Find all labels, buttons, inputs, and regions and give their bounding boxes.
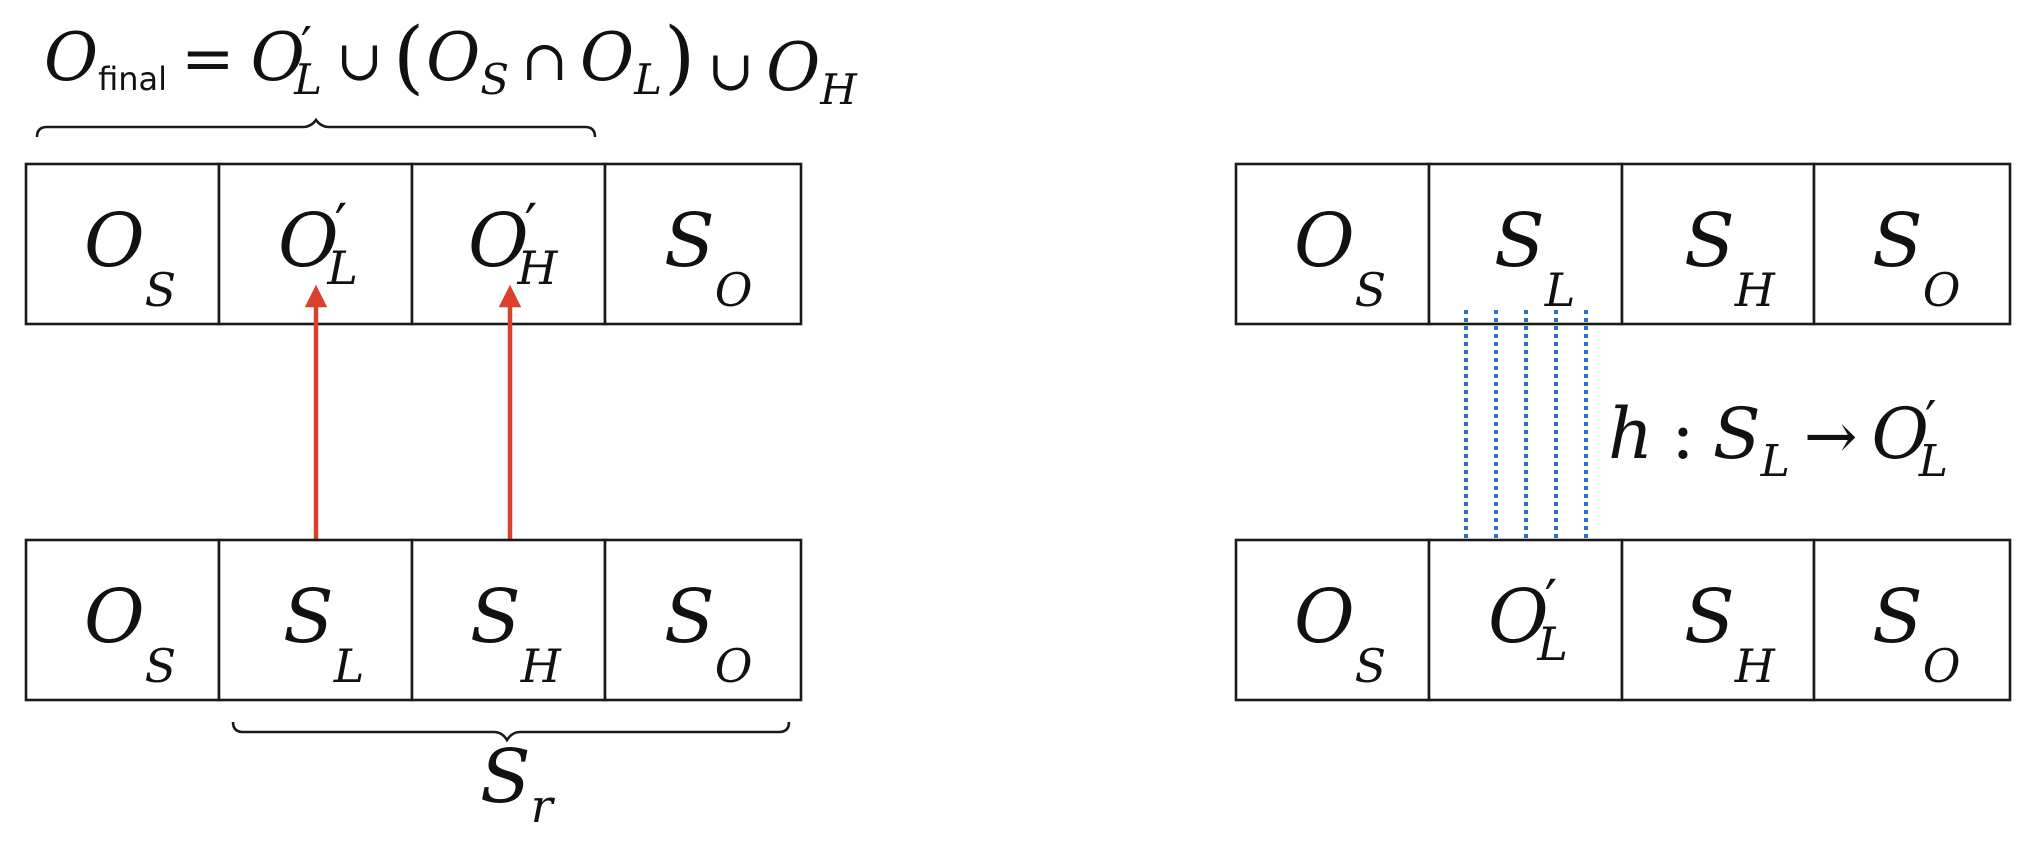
left-bottom-cell-sl: SL bbox=[217, 538, 414, 702]
right-top-cell-os: OS bbox=[1234, 162, 1431, 326]
svg-text:OS: OS bbox=[1294, 198, 1386, 317]
sr-brace-group: Sr bbox=[231, 721, 791, 833]
left-bottom-row: OS SL SH SO bbox=[24, 538, 803, 702]
right-top-row: OS SL SH SO bbox=[1234, 162, 2012, 326]
svg-text:SO: SO bbox=[664, 198, 752, 317]
left-top-cell-os: OS bbox=[24, 162, 221, 326]
left-top-cell-so: SO bbox=[603, 162, 803, 326]
svg-text:SL: SL bbox=[1494, 198, 1575, 317]
right-top-cell-sl: SL bbox=[1427, 162, 1624, 326]
right-bottom-row: OS O′L SH SO bbox=[1234, 538, 2012, 702]
svg-text:OS: OS bbox=[84, 574, 176, 693]
right-bottom-cell-os: OS bbox=[1234, 538, 1431, 702]
final-output-formula: Ofinal=O′L∪(OS∩OL)∪OH bbox=[35, 10, 858, 138]
left-bottom-cell-sh: SH bbox=[410, 538, 607, 702]
svg-text:Ofinal=O′L∪(OS∩OL)∪OH: Ofinal=O′L∪(OS∩OL)∪OH bbox=[44, 10, 858, 114]
right-bottom-cell-ol-prime: O′L bbox=[1427, 538, 1624, 702]
svg-text:O′L: O′L bbox=[278, 193, 358, 295]
mapping-arrows bbox=[1455, 310, 1597, 579]
svg-text:O′L: O′L bbox=[1488, 569, 1568, 671]
left-swap-arrows bbox=[304, 284, 522, 582]
svg-text:SH: SH bbox=[470, 574, 562, 693]
mapping-label: h:SL→O′L bbox=[1608, 391, 1948, 487]
right-top-cell-so: SO bbox=[1812, 162, 2012, 326]
svg-text:OS: OS bbox=[1294, 574, 1386, 693]
left-bottom-cell-os: OS bbox=[24, 538, 221, 702]
svg-text:SH: SH bbox=[1684, 574, 1776, 693]
left-bottom-cell-so: SO bbox=[603, 538, 803, 702]
svg-text:SO: SO bbox=[664, 574, 752, 693]
svg-text:SH: SH bbox=[1684, 198, 1776, 317]
right-top-cell-sh: SH bbox=[1620, 162, 1816, 326]
svg-text:SL: SL bbox=[283, 574, 364, 693]
left-top-row: OS O′L O′H SO bbox=[24, 162, 803, 326]
right-bottom-cell-sh: SH bbox=[1620, 538, 1816, 702]
svg-text:SO: SO bbox=[1872, 574, 1960, 693]
svg-text:OS: OS bbox=[84, 198, 176, 317]
svg-text:SO: SO bbox=[1872, 198, 1960, 317]
right-bottom-cell-so: SO bbox=[1812, 538, 2012, 702]
sr-brace bbox=[231, 721, 791, 743]
sr-label: Sr bbox=[480, 734, 556, 833]
formula-brace bbox=[35, 117, 597, 138]
svg-text:O′H: O′H bbox=[468, 193, 558, 295]
